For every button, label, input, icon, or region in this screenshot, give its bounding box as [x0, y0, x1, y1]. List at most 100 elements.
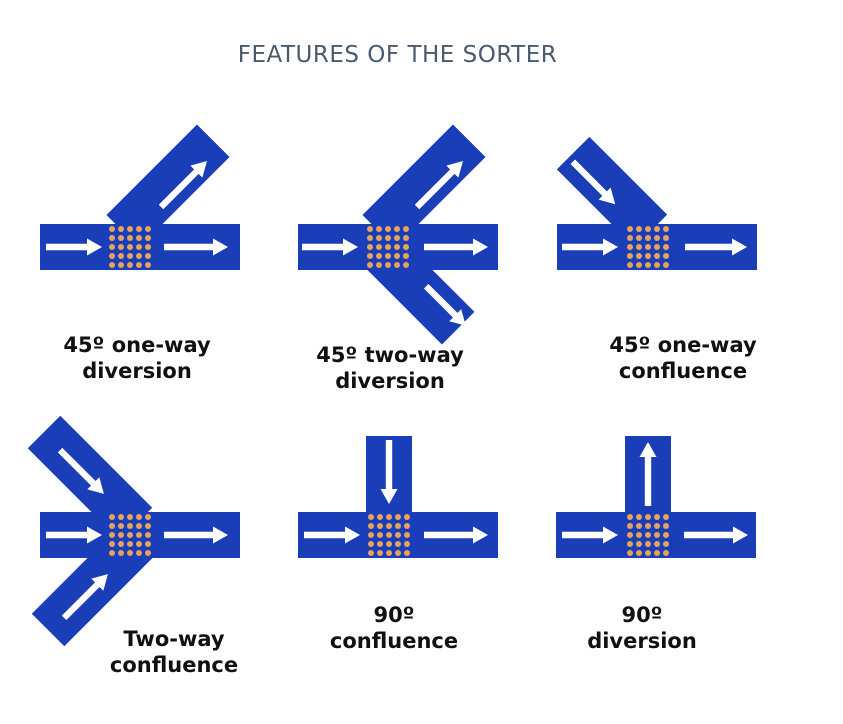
roller-dot — [367, 262, 373, 268]
roller-dot — [403, 253, 409, 259]
roller-dot — [368, 514, 374, 520]
roller-dot — [663, 253, 669, 259]
roller-dot — [395, 532, 401, 538]
roller-dot — [127, 550, 133, 556]
roller-dot — [654, 253, 660, 259]
roller-dot — [394, 244, 400, 250]
roller-grid — [109, 514, 151, 556]
roller-dot — [645, 235, 651, 241]
roller-dot — [386, 550, 392, 556]
roller-dot — [136, 541, 142, 547]
input-main-arrow — [304, 526, 360, 544]
roller-dot — [118, 262, 124, 268]
caption-45-two-way-diversion: 45º two-way diversion — [316, 343, 464, 393]
roller-dot — [376, 262, 382, 268]
roller-dot — [118, 550, 124, 556]
diagram-90-confluence — [298, 436, 498, 558]
upper-branch-arrow — [414, 161, 463, 210]
roller-grid — [368, 514, 410, 556]
roller-dot — [377, 541, 383, 547]
roller-dot — [404, 550, 410, 556]
roller-dot — [136, 262, 142, 268]
roller-dot — [109, 523, 115, 529]
roller-dot — [627, 514, 633, 520]
roller-dot — [136, 532, 142, 538]
page-title: FEATURES OF THE SORTER — [237, 42, 558, 68]
roller-dot — [663, 226, 669, 232]
roller-dot — [367, 235, 373, 241]
roller-dot — [109, 550, 115, 556]
roller-dot — [385, 253, 391, 259]
diagram-90-diversion — [556, 436, 756, 558]
roller-dot — [127, 253, 133, 259]
roller-dot — [368, 532, 374, 538]
roller-grid — [367, 226, 409, 268]
roller-dot — [654, 523, 660, 529]
roller-dot — [376, 244, 382, 250]
roller-dot — [368, 541, 374, 547]
roller-dot — [394, 253, 400, 259]
input-branch-arrow — [570, 159, 616, 205]
roller-dot — [127, 532, 133, 538]
roller-dot — [627, 523, 633, 529]
output-arrow — [164, 526, 228, 544]
roller-dot — [377, 514, 383, 520]
roller-dot — [627, 244, 633, 250]
roller-dot — [394, 262, 400, 268]
roller-dot — [109, 262, 115, 268]
roller-dot — [377, 523, 383, 529]
output-branch-arrow — [158, 161, 207, 210]
roller-dot — [118, 541, 124, 547]
roller-dot — [654, 226, 660, 232]
roller-dot — [627, 541, 633, 547]
roller-dot — [145, 262, 151, 268]
roller-dot — [654, 262, 660, 268]
roller-dot — [663, 550, 669, 556]
roller-dot — [636, 235, 642, 241]
roller-dot — [136, 226, 142, 232]
roller-dot — [663, 262, 669, 268]
roller-dot — [394, 235, 400, 241]
roller-dot — [118, 532, 124, 538]
roller-dot — [636, 244, 642, 250]
roller-dot — [118, 514, 124, 520]
roller-dot — [663, 514, 669, 520]
roller-dot — [663, 235, 669, 241]
roller-dot — [654, 514, 660, 520]
roller-dot — [386, 541, 392, 547]
roller-dot — [376, 226, 382, 232]
roller-dot — [386, 523, 392, 529]
roller-dot — [376, 253, 382, 259]
roller-dot — [386, 514, 392, 520]
roller-dot — [368, 523, 374, 529]
roller-dot — [636, 226, 642, 232]
output-arrow — [685, 238, 747, 256]
roller-dot — [385, 262, 391, 268]
roller-dot — [385, 244, 391, 250]
input-main-arrow — [46, 526, 102, 544]
roller-dot — [645, 541, 651, 547]
roller-dot — [403, 226, 409, 232]
caption-two-way-confluence: Two-way confluence — [109, 627, 239, 677]
roller-dot — [109, 253, 115, 259]
roller-dot — [645, 244, 651, 250]
roller-dot — [145, 244, 151, 250]
roller-dot — [145, 523, 151, 529]
roller-dot — [367, 226, 373, 232]
roller-dot — [654, 541, 660, 547]
roller-dot — [395, 523, 401, 529]
roller-dot — [627, 262, 633, 268]
roller-dot — [127, 523, 133, 529]
roller-dot — [136, 514, 142, 520]
roller-dot — [145, 541, 151, 547]
input-arrow — [46, 238, 102, 256]
roller-dot — [368, 550, 374, 556]
roller-dot — [403, 235, 409, 241]
roller-dot — [663, 244, 669, 250]
roller-dot — [636, 532, 642, 538]
roller-dot — [367, 244, 373, 250]
output-main-arrow — [424, 238, 488, 256]
roller-dot — [654, 244, 660, 250]
roller-dot — [109, 244, 115, 250]
